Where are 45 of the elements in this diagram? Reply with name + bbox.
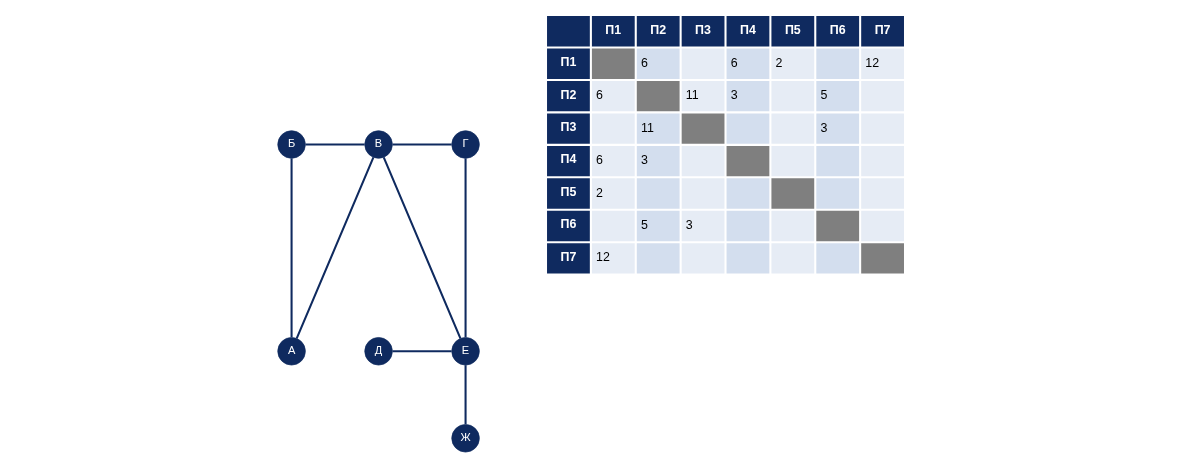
- label: П6: [560, 217, 576, 232]
- label: П1: [560, 55, 576, 70]
- label: 6: [595, 88, 603, 103]
- label: 12: [864, 55, 879, 70]
- node-circle: Д: [363, 337, 393, 366]
- connector: [305, 143, 365, 146]
- label: 3: [730, 88, 738, 103]
- label: П4: [739, 22, 756, 37]
- connector: [392, 350, 452, 353]
- label: 11: [640, 120, 654, 135]
- label: 5: [640, 218, 648, 233]
- label: 5: [819, 88, 827, 103]
- label: 3: [685, 218, 693, 233]
- label: П3: [560, 119, 576, 134]
- connector: [464, 158, 467, 338]
- label: П6: [829, 22, 846, 37]
- label: 6: [730, 55, 738, 70]
- label: 2: [595, 185, 603, 200]
- node-circle: Б: [276, 130, 306, 159]
- label: П7: [560, 249, 576, 264]
- node-circle: Е: [450, 337, 480, 366]
- label: 2: [775, 55, 782, 70]
- node-circle: Ж: [450, 424, 480, 453]
- connector: [464, 365, 467, 425]
- label: 3: [819, 120, 827, 135]
- label: П3: [694, 22, 711, 37]
- label: П5: [560, 184, 576, 199]
- label: П2: [560, 87, 576, 102]
- node-circle: А: [276, 337, 306, 366]
- connector: [382, 157, 461, 339]
- label: П1: [604, 22, 621, 37]
- label: П4: [560, 152, 576, 167]
- connector: [290, 158, 293, 338]
- node-circle: Г: [450, 130, 480, 159]
- label: П7: [874, 22, 890, 37]
- label: 6: [595, 153, 603, 168]
- connector: [392, 143, 452, 146]
- label: 12: [595, 250, 610, 265]
- label: 6: [640, 55, 648, 70]
- connector: [295, 157, 374, 339]
- label: 11: [685, 88, 699, 103]
- label: 3: [640, 153, 648, 168]
- label: П2: [649, 22, 666, 37]
- label: П5: [784, 22, 801, 37]
- node-circle: В: [363, 130, 393, 159]
